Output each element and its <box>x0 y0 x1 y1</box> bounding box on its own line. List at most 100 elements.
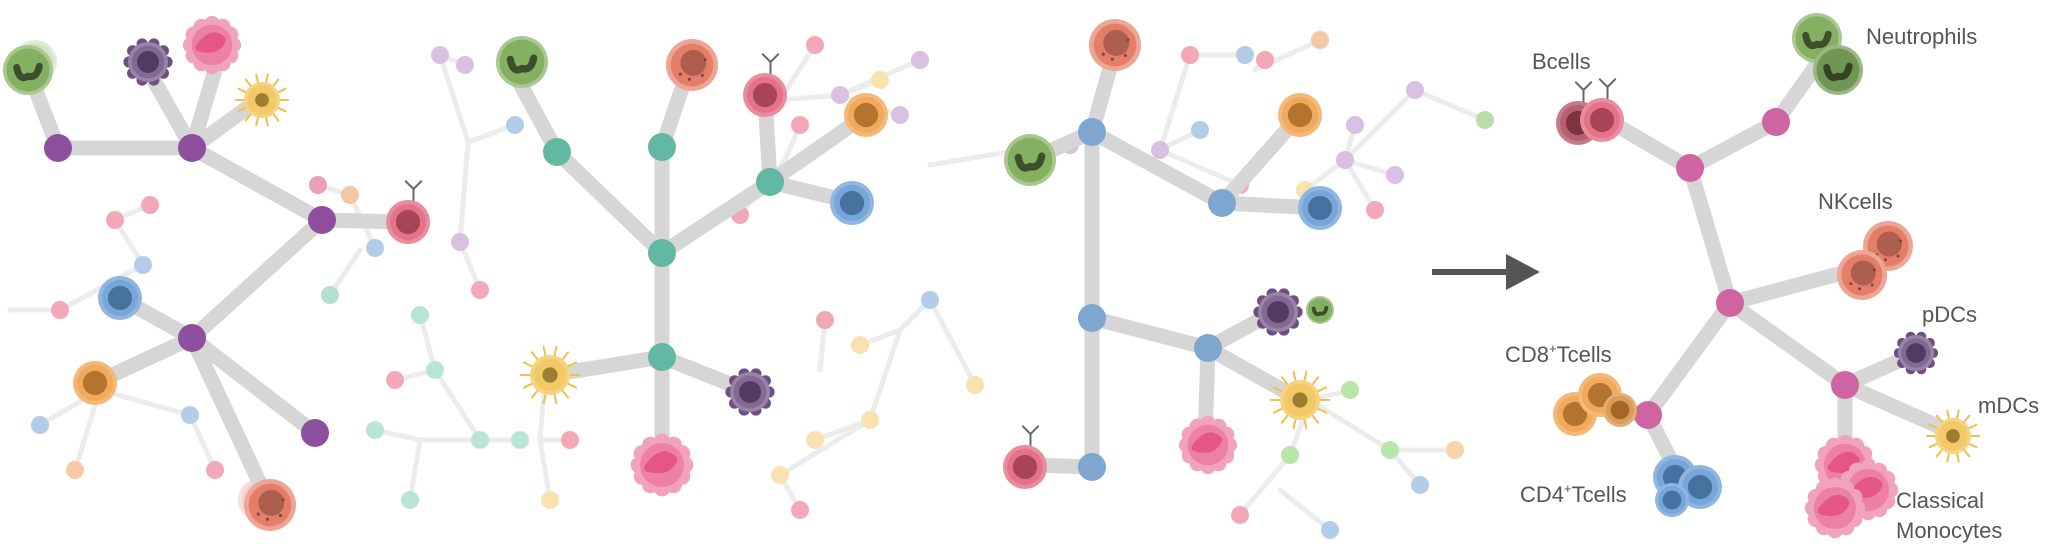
cell-nucleus <box>1307 195 1333 221</box>
main-tree-edge <box>1084 310 1216 356</box>
antibody-marker <box>404 180 423 201</box>
faint-node <box>1406 81 1424 99</box>
bcell-icon <box>1003 425 1047 489</box>
faint-node <box>911 51 929 69</box>
faint-edge <box>1277 487 1333 533</box>
monocyte-icon <box>1178 415 1238 475</box>
monocyte-icon <box>630 433 694 497</box>
neutrophil-icon <box>1004 134 1056 186</box>
faint-node <box>134 256 152 274</box>
cell-nucleus <box>739 381 761 403</box>
main-tree-edge <box>184 140 330 228</box>
granules <box>1849 268 1876 291</box>
faint-node <box>1411 476 1429 494</box>
kidney-nucleus <box>1827 451 1860 473</box>
faint-node <box>816 311 834 329</box>
faint-node <box>471 281 489 299</box>
faint-edge <box>187 412 218 473</box>
pdc-icon <box>1253 288 1303 336</box>
faint-edge <box>777 417 873 478</box>
label-cd4-tcells: CD4+Tcells <box>1520 481 1627 507</box>
teal-tree-node <box>648 239 676 267</box>
main-tree-edge <box>1084 124 1230 211</box>
faint-node <box>471 431 489 449</box>
purple-tree-node <box>178 324 206 352</box>
monocyte-icon <box>1804 477 1866 539</box>
cell-nucleus <box>1267 301 1289 323</box>
faint-node <box>506 116 524 134</box>
faint-edge <box>1412 87 1488 123</box>
monocyte-icon <box>182 15 242 75</box>
faint-edge <box>927 297 978 388</box>
teal-tree-node <box>648 133 676 161</box>
faint-node <box>831 86 849 104</box>
antibody-marker <box>1021 425 1040 446</box>
kidney-nucleus <box>195 32 227 53</box>
cell-nucleus <box>1946 429 1960 443</box>
cd8-sup: + <box>1549 341 1557 356</box>
faint-node <box>1381 441 1399 459</box>
cell-nucleus <box>1876 231 1902 257</box>
label-neutrophils: Neutrophils <box>1866 24 1977 49</box>
faint-edge <box>1237 452 1293 518</box>
faint-node <box>851 336 869 354</box>
faint-node <box>141 196 159 214</box>
antibody-marker <box>1598 78 1617 99</box>
faint-node <box>921 291 939 309</box>
cell-nucleus <box>1906 343 1926 363</box>
cell-body <box>1816 48 1860 92</box>
faint-edge <box>1157 52 1193 153</box>
cd4-icon <box>98 276 142 320</box>
bcell-icon <box>1580 78 1624 142</box>
faint-node <box>431 46 449 64</box>
faint-edge <box>1157 147 1243 188</box>
lobed-nucleus <box>1802 30 1832 50</box>
cell-body <box>499 39 545 85</box>
faint-node <box>1151 141 1169 159</box>
summary-edge <box>1682 160 1738 311</box>
cell-icons <box>3 15 1342 531</box>
faint-node <box>806 36 824 54</box>
faint-edge <box>1307 397 1393 453</box>
cd8-icon <box>1278 93 1322 137</box>
cell-nucleus <box>107 285 133 311</box>
summary-node <box>1716 289 1744 317</box>
faint-node <box>771 466 789 484</box>
faint-node <box>1346 116 1364 134</box>
cell-nucleus <box>1012 454 1038 480</box>
teal-tree-node <box>543 138 571 166</box>
kidney-nucleus <box>644 451 678 474</box>
teal-tree-node <box>648 343 676 371</box>
faint-node <box>1386 166 1404 184</box>
mdc-icon <box>520 345 580 405</box>
summary-node <box>1676 154 1704 182</box>
label-cd8-tcells: CD8+Tcells <box>1505 341 1612 367</box>
purple-tree-node <box>301 419 329 447</box>
cd4-icon <box>1655 483 1689 517</box>
cell-nucleus <box>1589 107 1615 133</box>
faint-node <box>1256 51 1274 69</box>
faint-node <box>1236 46 1254 64</box>
cd4-sup: + <box>1564 481 1572 496</box>
faint-node <box>1231 506 1249 524</box>
main-tree-edge <box>549 144 670 261</box>
faint-node <box>66 461 84 479</box>
faint-node <box>1366 201 1384 219</box>
main-tree-edge <box>654 174 778 261</box>
cell-nucleus <box>1287 102 1313 128</box>
faint-node <box>1336 151 1354 169</box>
granules <box>678 58 707 81</box>
blue-tree-node <box>1208 189 1236 217</box>
bcell-icon <box>743 53 787 117</box>
summary-node <box>1831 371 1859 399</box>
mdc-icon <box>234 73 290 127</box>
faint-edge <box>432 367 483 443</box>
cell-body <box>1007 137 1053 183</box>
purple-tree-node <box>178 134 206 162</box>
faint-edge <box>867 327 903 423</box>
faint-node <box>106 211 124 229</box>
faint-node <box>791 501 809 519</box>
cell-nucleus <box>853 102 879 128</box>
nk-icon <box>1837 250 1887 300</box>
